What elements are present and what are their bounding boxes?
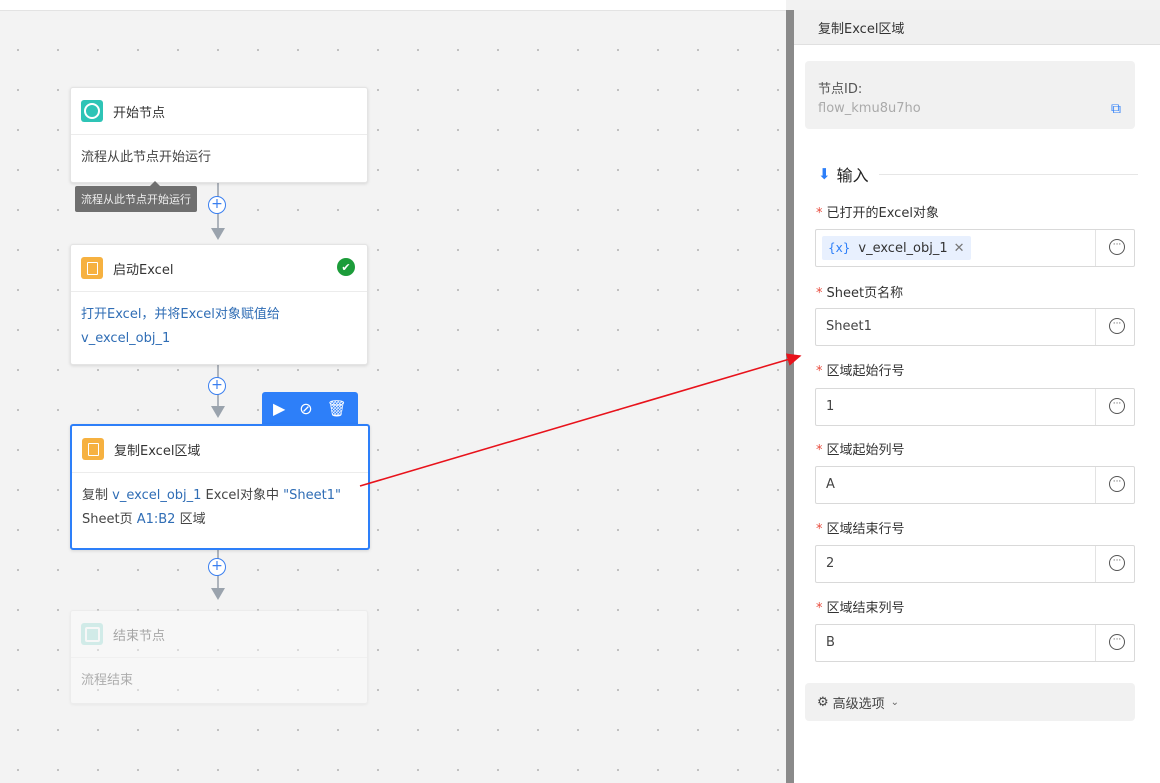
advanced-options-toggle[interactable]: ⚙ 高级选项 ⌄ xyxy=(805,683,1135,721)
delete-icon[interactable]: 🗑 xyxy=(326,398,347,418)
remove-tag-icon[interactable]: ✕ xyxy=(953,240,965,256)
node-description: 流程从此节点开始运行 xyxy=(81,150,212,165)
input-section-header: ⬇ 输入 xyxy=(818,162,1138,186)
more-options-icon[interactable]: ··· xyxy=(1109,555,1125,571)
excel-icon xyxy=(81,257,103,279)
connector-arrow xyxy=(211,228,225,240)
variable-icon: {x} xyxy=(828,241,851,255)
node-tooltip: 流程从此节点开始运行 xyxy=(75,181,197,212)
add-node-plus-icon[interactable]: + xyxy=(208,377,226,395)
excel-icon xyxy=(82,438,104,460)
add-node-plus-icon[interactable]: + xyxy=(208,558,226,576)
node-title: 开始节点 xyxy=(113,105,166,121)
node-description: 复制 v_excel_obj_1 Excel对象中 "Sheet1" Sheet… xyxy=(82,488,341,527)
disable-icon[interactable]: ⊘ xyxy=(299,398,313,418)
panel-title: 复制Excel区域 xyxy=(794,10,1160,45)
start-row-field[interactable]: 1 ··· xyxy=(815,388,1135,426)
more-options-icon[interactable]: ··· xyxy=(1109,634,1125,650)
node-description: 流程结束 xyxy=(81,673,134,688)
field-label-end-column: *区域结束列号 xyxy=(816,601,905,616)
start-column-field[interactable]: A ··· xyxy=(815,466,1135,504)
node-start[interactable]: 开始节点 流程从此节点开始运行 xyxy=(70,87,368,183)
chevron-down-icon: ⌄ xyxy=(890,696,900,708)
node-toolbar: ▶ ⊘ 🗑 xyxy=(262,392,358,424)
more-options-icon[interactable]: ··· xyxy=(1109,398,1125,414)
add-node-plus-icon[interactable]: + xyxy=(208,196,226,214)
gear-icon: ⚙ xyxy=(817,694,829,710)
node-title: 结束节点 xyxy=(113,628,166,644)
node-id-label: 节点ID: xyxy=(818,82,863,97)
panel-resize-handle[interactable] xyxy=(786,10,794,783)
top-bar xyxy=(0,0,786,11)
more-options-icon[interactable]: ··· xyxy=(1109,239,1125,255)
node-launch-excel[interactable]: 启动Excel ✔ 打开Excel，并将Excel对象赋值给 v_excel_o… xyxy=(70,244,368,365)
variable-tag[interactable]: {x} v_excel_obj_1 ✕ xyxy=(822,236,971,260)
end-row-field[interactable]: 2 ··· xyxy=(815,545,1135,583)
start-icon xyxy=(81,100,103,122)
field-label-excel-object: *已打开的Excel对象 xyxy=(816,206,939,221)
connector-arrow xyxy=(211,588,225,600)
node-id-value: flow_kmu8u7ho xyxy=(818,101,921,116)
field-label-end-row: *区域结束行号 xyxy=(816,522,905,537)
field-label-sheet-name: *Sheet页名称 xyxy=(816,286,904,301)
success-check-icon: ✔ xyxy=(337,258,355,276)
more-options-icon[interactable]: ··· xyxy=(1109,476,1125,492)
node-title: 复制Excel区域 xyxy=(114,443,201,459)
sheet-name-field[interactable]: Sheet1 ··· xyxy=(815,308,1135,346)
copy-icon[interactable]: ⧉ xyxy=(1111,101,1121,117)
excel-object-field[interactable]: {x} v_excel_obj_1 ✕ ··· xyxy=(815,229,1135,267)
node-copy-excel-range[interactable]: 复制Excel区域 复制 v_excel_obj_1 Excel对象中 "She… xyxy=(70,424,370,550)
field-label-start-column: *区域起始列号 xyxy=(816,443,905,458)
node-id-box: 节点ID: flow_kmu8u7ho ⧉ xyxy=(805,61,1135,129)
run-icon[interactable]: ▶ xyxy=(272,398,286,418)
end-column-field[interactable]: B ··· xyxy=(815,624,1135,662)
field-label-start-row: *区域起始行号 xyxy=(816,364,905,379)
more-options-icon[interactable]: ··· xyxy=(1109,318,1125,334)
end-icon xyxy=(81,623,103,645)
download-icon: ⬇ xyxy=(818,165,831,183)
properties-panel: 复制Excel区域 节点ID: flow_kmu8u7ho ⧉ ⬇ 输入 *已打… xyxy=(794,10,1160,783)
node-description: 打开Excel，并将Excel对象赋值给 v_excel_obj_1 xyxy=(81,307,280,346)
node-end[interactable]: 结束节点 流程结束 xyxy=(70,610,368,704)
node-title: 启动Excel xyxy=(113,262,174,278)
connector-arrow xyxy=(211,406,225,418)
